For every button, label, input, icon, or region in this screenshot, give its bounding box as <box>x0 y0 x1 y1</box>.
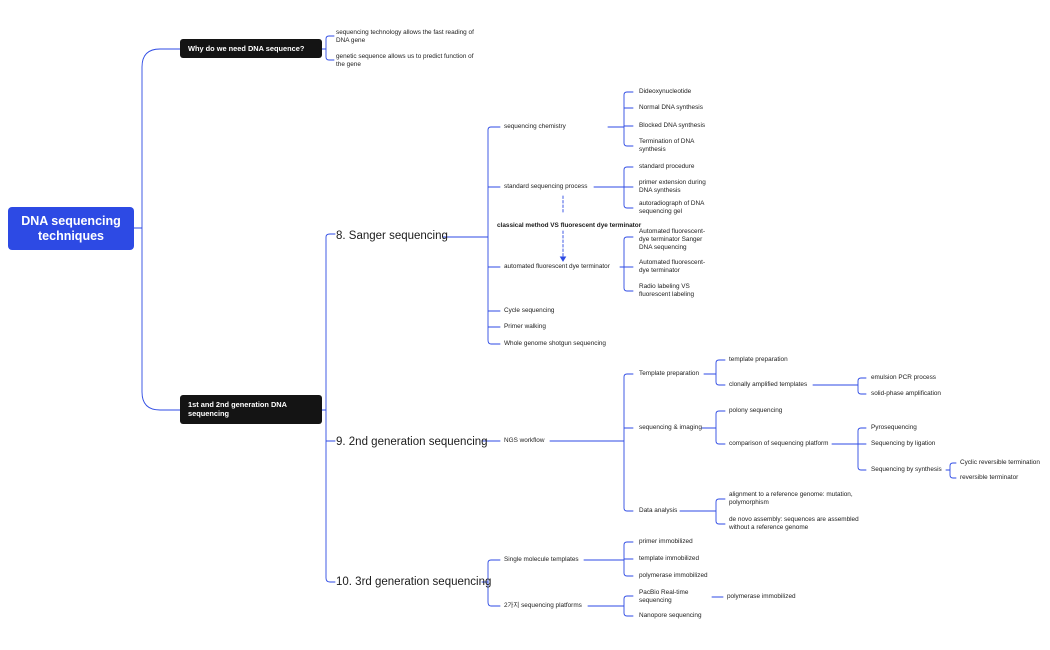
clonally-amplified[interactable]: clonally amplified templates <box>729 381 808 388</box>
automated-sanger[interactable]: Automated fluorescent-dye terminator San… <box>639 228 706 251</box>
chemistry-dideoxynucleotide[interactable]: Dideoxynucleotide <box>639 88 692 95</box>
primer-walking[interactable]: Primer walking <box>504 323 546 330</box>
template-immobilized[interactable]: template immobilized <box>639 555 700 562</box>
reference-alignment[interactable]: alignment to a reference genome: mutatio… <box>729 491 853 506</box>
automated-dye-terminator[interactable]: automated fluorescent dye terminator <box>504 263 610 270</box>
cyclic-reversible-termination[interactable]: Cyclic reversible termination <box>960 459 1040 466</box>
emulsion-pcr[interactable]: emulsion PCR process <box>871 374 936 381</box>
why-topic[interactable]: Why do we need DNA sequence? <box>180 39 322 58</box>
data-analysis[interactable]: Data analysis <box>639 507 678 514</box>
pyrosequencing[interactable]: Pyrosequencing <box>871 424 917 431</box>
sequencing-chemistry[interactable]: sequencing chemistry <box>504 123 566 130</box>
polony-sequencing[interactable]: polony sequencing <box>729 407 783 414</box>
template-preparation[interactable]: Template preparation <box>639 370 700 377</box>
solid-phase[interactable]: solid-phase amplification <box>871 390 941 397</box>
root-topic[interactable]: DNA sequencing techniques <box>8 207 134 250</box>
cycle-sequencing[interactable]: Cycle sequencing <box>504 307 555 314</box>
pacbio-sequencing[interactable]: PacBio Real-time sequencing <box>639 589 689 604</box>
sequencing-imaging[interactable]: sequencing & imaging <box>639 424 702 431</box>
chemistry-blocked-synthesis[interactable]: Blocked DNA synthesis <box>639 122 706 129</box>
pacbio-polymerase-immobilized[interactable]: polymerase immobilized <box>727 593 796 600</box>
reversible-terminator[interactable]: reversible terminator <box>960 474 1019 481</box>
single-molecule-templates[interactable]: Single molecule templates <box>504 556 579 563</box>
de-novo-assembly[interactable]: de novo assembly: sequences are assemble… <box>729 516 859 531</box>
automated-terminator[interactable]: Automated fluorescent-dye terminator <box>639 259 706 274</box>
sequencing-by-synthesis[interactable]: Sequencing by synthesis <box>871 466 942 473</box>
sequencing-by-ligation[interactable]: Sequencing by ligation <box>871 440 936 447</box>
sanger-topic[interactable]: 8. Sanger sequencing <box>336 230 448 242</box>
why-item-fast-reading[interactable]: sequencing technology allows the fast re… <box>336 29 474 44</box>
polymerase-immobilized[interactable]: polymerase immobilized <box>639 572 708 579</box>
third-gen-topic[interactable]: 10. 3rd generation sequencing <box>336 576 492 588</box>
platform-comparison[interactable]: comparison of sequencing platform <box>729 440 829 447</box>
autoradiograph[interactable]: autoradiograph of DNA sequencing gel <box>639 200 705 215</box>
why-item-predict-function[interactable]: genetic sequence allows us to predict fu… <box>336 53 474 68</box>
radio-vs-fluorescent[interactable]: Radio labeling VS fluorescent labeling <box>639 283 695 298</box>
primer-extension[interactable]: primer extension during DNA synthesis <box>639 179 706 194</box>
nanopore-sequencing[interactable]: Nanopore sequencing <box>639 612 702 619</box>
primer-immobilized[interactable]: primer immobilized <box>639 538 693 545</box>
chemistry-termination[interactable]: Termination of DNA synthesis <box>639 138 695 153</box>
chemistry-normal-synthesis[interactable]: Normal DNA synthesis <box>639 104 703 111</box>
comparison-note: classical method VS fluorescent dye term… <box>497 222 642 229</box>
generation-topic[interactable]: 1st and 2nd generation DNA sequencing <box>180 395 322 424</box>
second-gen-topic[interactable]: 9. 2nd generation sequencing <box>336 436 488 448</box>
standard-sequencing-process[interactable]: standard sequencing process <box>504 183 588 190</box>
template-prep-item[interactable]: template preparation <box>729 356 788 363</box>
shotgun-sequencing[interactable]: Whole genome shotgun sequencing <box>504 340 606 347</box>
ngs-workflow[interactable]: NGS workflow <box>504 437 545 444</box>
standard-procedure[interactable]: standard procedure <box>639 163 695 170</box>
sequencing-platforms[interactable]: 2가지 sequencing platforms <box>504 602 582 609</box>
